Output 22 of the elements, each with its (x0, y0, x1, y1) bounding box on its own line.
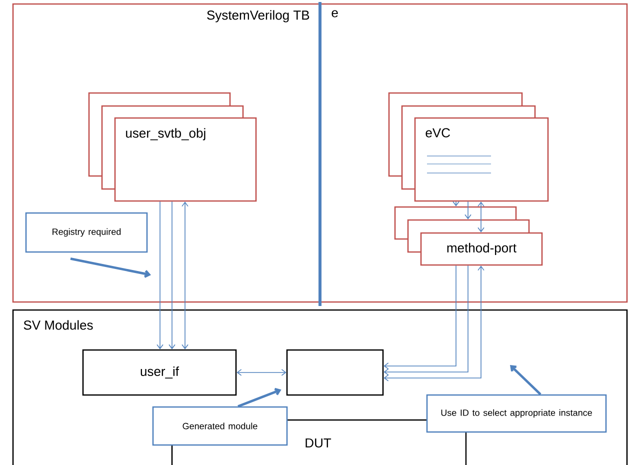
note-box: Registry required (25, 212, 148, 253)
arrow (156, 201, 164, 350)
note-box: Use ID to select appropriate instance (426, 394, 607, 433)
note-box: Generated module (152, 406, 288, 446)
arrow (478, 202, 484, 232)
stacked-boxes: user_svtb_obj (88, 92, 257, 202)
stacked-boxes: eVC (388, 92, 549, 202)
module-box: user_if (82, 349, 237, 396)
arrow (182, 202, 188, 350)
stacked-boxes: method-port (394, 206, 543, 266)
arrow (238, 388, 282, 408)
arrow (384, 266, 484, 382)
arrow (384, 265, 468, 376)
arrow (464, 201, 472, 220)
arrow (236, 369, 286, 376)
module-box (286, 349, 384, 396)
arrow (384, 265, 456, 370)
node-label: method-port (447, 242, 516, 256)
arrow (70, 257, 151, 278)
arrow (452, 201, 460, 206)
arrow (510, 364, 542, 396)
arrow (168, 201, 176, 350)
